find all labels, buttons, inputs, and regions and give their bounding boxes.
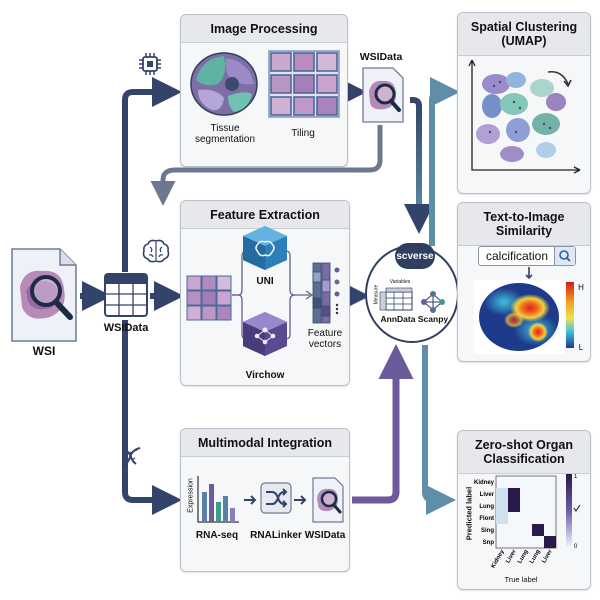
matrix-cell — [508, 488, 520, 500]
scverse-badge: scverse — [395, 243, 435, 269]
colorbar-min-label: 0 — [574, 544, 578, 550]
spatial-clustering-title: Spatial Clustering (UMAP) — [458, 13, 590, 56]
wsidata-label-multimodal: WSIData — [304, 530, 346, 541]
rnaseq-label: RNA-seq — [195, 530, 239, 541]
confusion-colorbar — [566, 474, 572, 546]
arrow-wsidata-to-scverse — [404, 97, 434, 234]
matrix-cell — [496, 500, 508, 512]
wsidata-label-top: WSIData — [359, 51, 403, 63]
matrix-cell — [496, 512, 508, 524]
segmentation-label: Tissue segmentation — [194, 123, 256, 145]
tiling-label: Tiling — [291, 128, 315, 139]
umap-scatter-plot — [468, 59, 581, 174]
search-query-text: calcification — [486, 249, 549, 263]
colorbar-max-label: 1 — [574, 474, 578, 480]
anndata-table-icon — [379, 287, 413, 311]
heatmap-colorbar — [566, 282, 574, 348]
row-tick-label: Lung — [479, 504, 494, 510]
text-to-image-title: Text-to-Image Similarity — [458, 203, 590, 246]
arrow-to-image-processing — [122, 77, 182, 272]
dna-icon — [121, 447, 141, 467]
wsidata-document-icon — [312, 477, 344, 523]
expression-axis-label: Expression — [187, 478, 195, 513]
wsidata-document-icon — [362, 67, 404, 123]
image-processing-title: Image Processing — [181, 15, 347, 43]
search-button[interactable] — [554, 247, 575, 265]
arrow-icon — [294, 495, 307, 505]
col-tick-label: Kidney — [491, 548, 507, 569]
rnalinker-label: RNALinker — [250, 530, 302, 541]
query-search-box[interactable]: calcification — [478, 246, 576, 266]
row-tick-label: Sing — [481, 528, 494, 534]
variables-label: Variables — [389, 279, 411, 285]
brain-icon — [142, 239, 170, 263]
arrow-down-icon — [525, 267, 533, 280]
anndata-label: AnnData — [380, 314, 416, 324]
virchow-model-icon — [243, 312, 287, 356]
matrix-cell — [508, 500, 520, 512]
rnaseq-bar-chart — [197, 476, 239, 523]
arrow-loop-back — [150, 125, 383, 206]
tissue-segmentation-image — [190, 52, 258, 116]
arrow-to-zero-shot — [422, 345, 456, 515]
scanpy-label: Scanpy — [417, 314, 449, 324]
scale-high-label: H — [578, 283, 584, 292]
network-icon — [421, 291, 445, 313]
virchow-label: Virchow — [245, 370, 285, 381]
arrow-to-multimodal — [122, 320, 182, 515]
scale-low-label: L — [578, 343, 584, 352]
arrow-icon — [244, 495, 257, 505]
search-icon — [559, 250, 571, 262]
true-label-axis: True label — [504, 575, 538, 584]
wsi-document-icon — [11, 248, 77, 342]
row-tick-label: Kidney — [474, 480, 495, 486]
matrix-cell — [544, 536, 556, 548]
shuffle-icon — [260, 482, 292, 514]
col-tick-label: Lung — [529, 549, 542, 565]
matrix-cell — [532, 524, 544, 536]
multimodal-title: Multimodal Integration — [181, 429, 349, 457]
matrix-cell — [496, 488, 508, 500]
feature-vectors-label: Feature vectors — [307, 328, 343, 350]
table-icon — [104, 273, 148, 317]
col-tick-label: Liver — [541, 548, 554, 564]
check-icon — [573, 504, 581, 513]
wsi-label: WSI — [32, 344, 56, 358]
measurements-label: Measure — [373, 284, 380, 305]
tile-grid-image — [186, 275, 232, 321]
row-tick-label: Liver — [480, 492, 495, 498]
uni-label: UNI — [256, 276, 274, 287]
col-tick-label: Lung — [517, 549, 530, 565]
uni-model-icon — [243, 226, 287, 270]
zero-shot-title: Zero-shot Organ Classification — [458, 431, 590, 474]
heatmap-image — [474, 280, 564, 354]
arrow-to-spatial-clustering — [429, 77, 460, 246]
arrow-multimodal-to-scverse — [352, 344, 414, 504]
feature-vectors-icon — [312, 262, 340, 324]
wsidata-label-left: WSIData — [103, 322, 149, 334]
chip-icon — [139, 53, 161, 75]
row-tick-label: Snp — [483, 540, 495, 546]
tiling-grid-image — [268, 50, 340, 118]
row-tick-label: Flont — [479, 516, 494, 522]
